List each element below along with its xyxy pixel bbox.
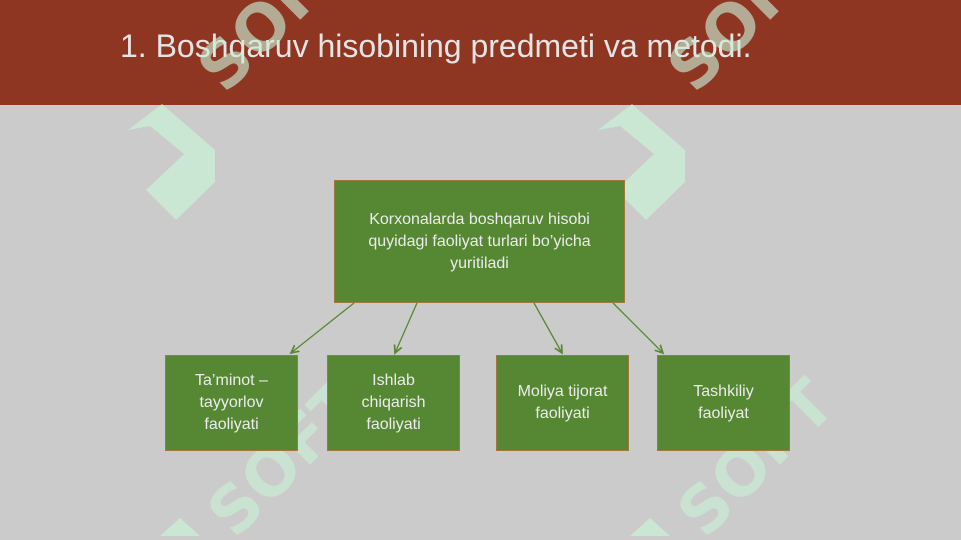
child-node-supply: Ta’minot – tayyorlov faoliyati	[165, 355, 298, 451]
title-bar: 1. Boshqaruv hisobining predmeti va meto…	[0, 0, 961, 105]
child-node-label: Moliya tijorat faoliyati	[517, 383, 608, 422]
connector-arrow-2	[395, 302, 418, 353]
child-node-production: Ishlab chiqarish faoliyati	[327, 355, 460, 451]
child-node-label: Tashkiliy faoliyat	[693, 383, 754, 422]
connector-arrow-4	[612, 302, 663, 353]
connector-arrow-3	[533, 302, 562, 353]
child-node-label: Ishlab chiqarish faoliyati	[361, 372, 426, 433]
root-node: Korxonalarda boshqaruv hisobi quyidagi f…	[334, 180, 625, 303]
child-node-label: Ta’minot – tayyorlov faoliyati	[195, 372, 268, 433]
child-node-finance: Moliya tijorat faoliyati	[496, 355, 629, 451]
child-node-organizational: Tashkiliy faoliyat	[657, 355, 790, 451]
root-node-label: Korxonalarda boshqaruv hisobi quyidagi f…	[368, 210, 591, 272]
connector-arrow-1	[291, 302, 355, 353]
slide-title: 1. Boshqaruv hisobining predmeti va meto…	[120, 28, 752, 64]
